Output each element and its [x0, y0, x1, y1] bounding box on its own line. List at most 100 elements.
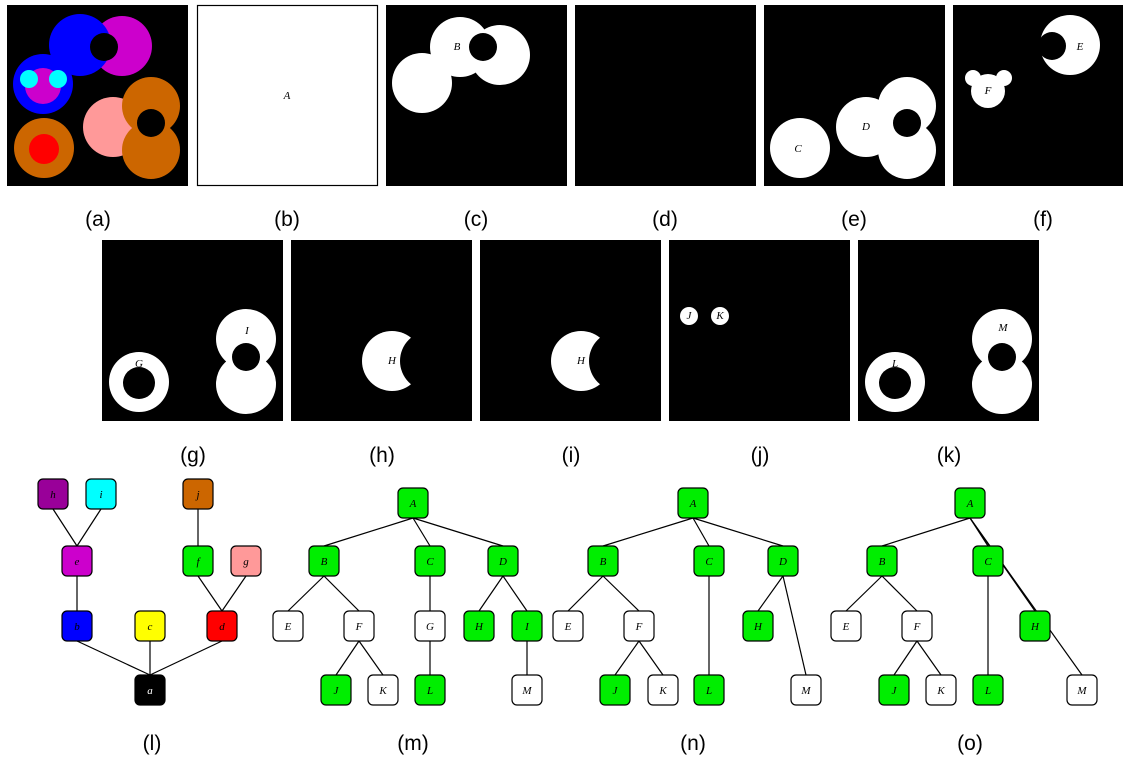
tree-l-edge-b-a [76, 640, 151, 676]
panel-k-label-1: M [997, 322, 1008, 334]
caption-i: (i) [562, 444, 581, 467]
tree-n-edge-B-E [567, 575, 604, 612]
tree-n-node-label-J: J [613, 685, 619, 697]
tree-l-node-e [61, 545, 93, 577]
caption-n: (n) [680, 732, 706, 755]
tree-l-node-i [85, 478, 117, 510]
caption-k: (k) [937, 444, 962, 467]
tree-l-edge-g-d [221, 575, 247, 612]
tree-n-node-label-B: B [600, 556, 607, 568]
tree-m-edge-D-H [478, 575, 504, 612]
tree-m-node-A [397, 487, 429, 519]
panel-e-image: C D [764, 5, 945, 186]
tree-l-node-label-b: b [74, 621, 80, 633]
tree-n-edge-D-H [757, 575, 784, 612]
caption-e: (e) [841, 208, 867, 231]
tree-n-node-J [599, 674, 631, 706]
caption-a: (a) [85, 208, 111, 231]
tree-n-edge-A-C [692, 517, 710, 547]
tree-m-node-label-E: E [284, 621, 292, 633]
tree-m-node-M [511, 674, 543, 706]
tree-o-node-label-K: K [936, 685, 945, 697]
tree-o-edge-B-F [881, 575, 918, 612]
panel-e-label-0: C [794, 143, 802, 155]
tree-l-edge-d-a [149, 640, 223, 676]
tree-n-node-K [647, 674, 679, 706]
tree-m-node-F [343, 610, 375, 642]
panel-f-label-1: F [984, 85, 992, 97]
tree-l-edge-i-e [76, 508, 102, 547]
tree-l-node-label-i: i [99, 489, 102, 501]
tree-m-node-C [414, 545, 446, 577]
caption-f: (f) [1033, 208, 1053, 231]
panel-g-label-0: G [135, 358, 143, 370]
tree-l-node-label-j: j [194, 489, 199, 501]
tree-n-edge-D-M [782, 575, 807, 676]
caption-b: (b) [274, 208, 300, 231]
tree-l-node-label-d: d [219, 621, 225, 633]
tree-l-node-f [182, 545, 214, 577]
tree-m-edge-B-F [323, 575, 360, 612]
tree-m-edge-F-K [358, 640, 384, 676]
panel-f-label-0: E [1076, 41, 1084, 53]
tree-n-node-label-A: A [689, 498, 697, 510]
tree-o-node-F [901, 610, 933, 642]
tree-o-edge-F-J [893, 640, 918, 676]
panel-g-label-1: I [244, 325, 250, 337]
caption-l: (l) [143, 732, 162, 755]
panel-k-image: L M [858, 240, 1039, 421]
tree-n-node-H [742, 610, 774, 642]
tree-o-node-A [954, 487, 986, 519]
panel-d-image [575, 5, 756, 186]
tree-n-node-B [587, 545, 619, 577]
panel-j-label-0: J [687, 310, 693, 322]
tree-o-edge-F-K [916, 640, 942, 676]
caption-m: (m) [397, 732, 428, 755]
tree-n-node-D [767, 545, 799, 577]
tree-l-node-label-c: c [148, 621, 153, 633]
tree-n-node-label-F: F [635, 621, 643, 633]
tree-n-node-label-M: M [800, 685, 811, 697]
tree-n-node-C [693, 545, 725, 577]
tree-o-node-label-B: B [879, 556, 886, 568]
tree-n-node-A [677, 487, 709, 519]
caption-c: (c) [464, 208, 489, 231]
panel-j-image: J K [669, 240, 850, 421]
tree-n-edge-F-J [614, 640, 640, 676]
tree-m-node-K [367, 674, 399, 706]
panel-e-label-1: D [861, 121, 870, 133]
tree-m-node-label-H: H [474, 621, 484, 633]
tree-n-node-E [552, 610, 584, 642]
tree-o-node-H [1019, 610, 1051, 642]
tree-n-node-L [693, 674, 725, 706]
caption-g: (g) [180, 444, 206, 467]
tree-o-node-label-E: E [842, 621, 850, 633]
tree-n-edge-A-D [692, 517, 784, 547]
tree-o-node-L [972, 674, 1004, 706]
tree-l-node-label-a: a [147, 685, 153, 697]
tree-l-node-g [230, 545, 262, 577]
tree-o-node-M [1066, 674, 1098, 706]
tree-m-node-E [272, 610, 304, 642]
panel-i-image: H [480, 240, 661, 421]
tree-n-edge-F-K [638, 640, 664, 676]
tree-n-edge-A-B [602, 517, 694, 547]
tree-m-node-label-C: C [426, 556, 434, 568]
tree-o-edge-B-E [845, 575, 883, 612]
tree-m-node-I [511, 610, 543, 642]
panel-a-image [7, 5, 188, 186]
tree-m-edge-F-J [335, 640, 360, 676]
tree-o-node-C [972, 545, 1004, 577]
panel-b-label-0: A [283, 90, 291, 102]
tree-l-node-label-g: g [243, 556, 249, 568]
panel-c-image: B [386, 5, 567, 186]
tree-m-edge-B-E [287, 575, 325, 612]
tree-l-node-b [61, 610, 93, 642]
tree-m-node-L [414, 674, 446, 706]
tree-m-node-label-L: L [426, 685, 433, 697]
tree-n-node-label-D: D [778, 556, 787, 568]
panel-i-label-0: H [576, 355, 586, 367]
